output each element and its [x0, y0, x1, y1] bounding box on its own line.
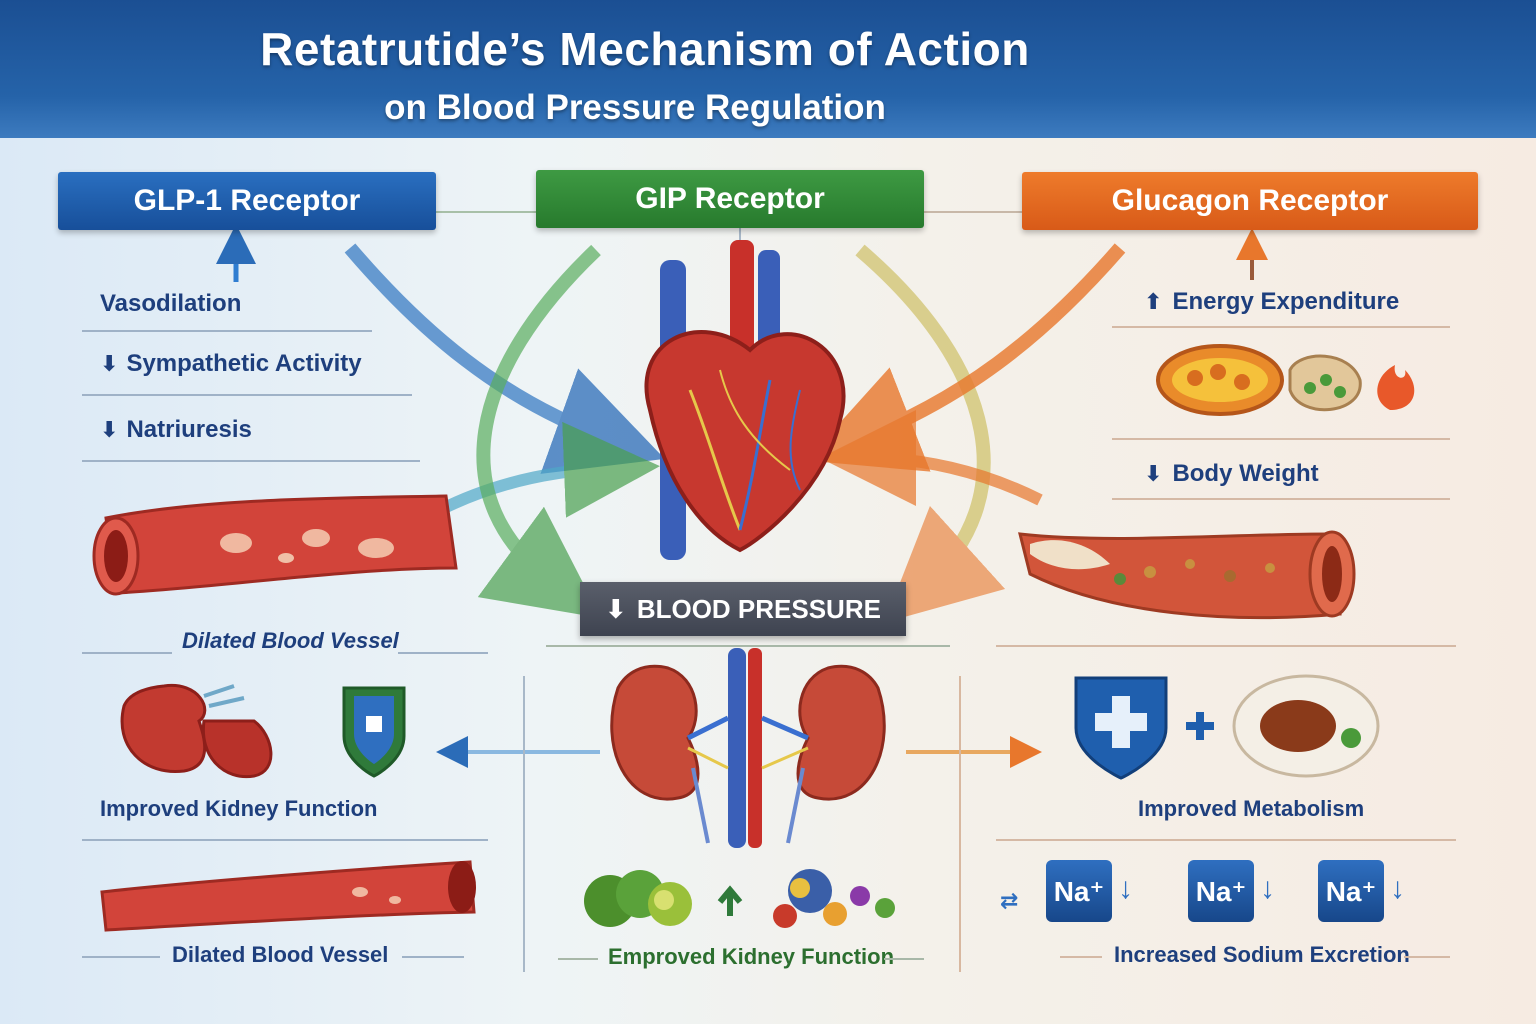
down-arrow-icon: ↓ [1390, 872, 1405, 905]
effect-sympathetic-label: Sympathetic Activity [126, 350, 362, 377]
divider [82, 460, 420, 462]
vessel-to-heart-arrow-right [820, 410, 1043, 507]
down-arrow-icon: ↓ [1118, 872, 1133, 905]
divider [398, 652, 488, 654]
divider [1112, 498, 1450, 500]
sodium-ion-1: Na⁺ [1046, 860, 1112, 922]
effect-sympathetic: ⬇ Sympathetic Activity [100, 350, 362, 378]
divider [558, 958, 598, 960]
up-arrow-icon: ⬆ [1144, 289, 1163, 314]
divider [1060, 956, 1102, 958]
down-arrow-icon: ⬇ [1144, 461, 1163, 486]
down-arrow-icon: ⬇ [100, 417, 119, 442]
divider [402, 956, 464, 958]
caption-sodium: Increased Sodium Excretion [1114, 942, 1410, 967]
divider [1112, 326, 1450, 328]
caption-kidney-left: Improved Kidney Function [100, 796, 378, 821]
effect-energy-label: Energy Expenditure [1172, 288, 1400, 315]
divider [82, 956, 160, 958]
effect-natriuresis: ⬇ Natriuresis [100, 416, 252, 444]
heart-illustration [644, 240, 846, 560]
effect-body-weight: ⬇ Body Weight [1144, 460, 1319, 488]
caption-metabolism: Improved Metabolism [1138, 796, 1365, 821]
blood-pressure-box: ⬇ BLOOD PRESSURE [580, 582, 906, 636]
metabolism-illustration [1074, 674, 1380, 780]
page-subtitle: on Blood Pressure Regulation [384, 88, 886, 127]
down-arrow-icon: ⬇ [100, 351, 119, 376]
divider [82, 394, 412, 396]
kidney-shield-illustration [120, 683, 406, 779]
recycle-arrow-icon: ⇄ [1000, 888, 1019, 913]
sodium-ion-2: Na⁺ [1188, 860, 1254, 922]
dilated-vessel-illustration [92, 494, 458, 596]
header-banner: Retatrutide’s Mechanism of Action on Blo… [0, 0, 1536, 138]
effect-natriuresis-label: Natriuresis [126, 416, 252, 443]
glp1-receptor-box: GLP-1 Receptor [58, 172, 436, 230]
divider [1112, 438, 1450, 440]
caption-kidney-center: Emproved Kidney Function [608, 944, 895, 969]
caption-dilated-vessel-1: Dilated Blood Vessel [182, 628, 399, 653]
gip-receptor-box: GIP Receptor [536, 170, 924, 228]
effect-vasodilation: Vasodilation [100, 290, 242, 317]
divider [82, 652, 172, 654]
vegetables-illustration [584, 869, 895, 928]
down-arrow-icon: ↓ [1260, 872, 1275, 905]
glucagon-receptor-box: Glucagon Receptor [1022, 172, 1478, 230]
vessel-to-heart-arrow [437, 421, 660, 518]
effect-body-weight-label: Body Weight [1172, 460, 1319, 487]
divider [82, 330, 372, 332]
dilated-vessel-illustration-2 [100, 860, 476, 932]
caption-dilated-vessel-2: Dilated Blood Vessel [172, 942, 389, 967]
gip-right-loop-arrow [855, 244, 1006, 623]
divider [884, 958, 924, 960]
down-arrow-icon: ⬇ [605, 593, 627, 624]
page-title: Retatrutide’s Mechanism of Action [260, 23, 1030, 75]
mitochondria-food-illustration [1156, 344, 1415, 416]
effect-energy-expenditure: ⬆ Energy Expenditure [1144, 288, 1399, 316]
gip-left-loop-arrow [476, 244, 602, 619]
sodium-row: ⇄ Na⁺ ↓ Na⁺ ↓ Na⁺ ↓ [1000, 860, 1440, 930]
sodium-ion-3: Na⁺ [1318, 860, 1384, 922]
kidneys-illustration [610, 648, 886, 848]
divider [1404, 956, 1450, 958]
blood-pressure-label: BLOOD PRESSURE [636, 593, 881, 624]
plaque-vessel-illustration [1018, 530, 1356, 620]
